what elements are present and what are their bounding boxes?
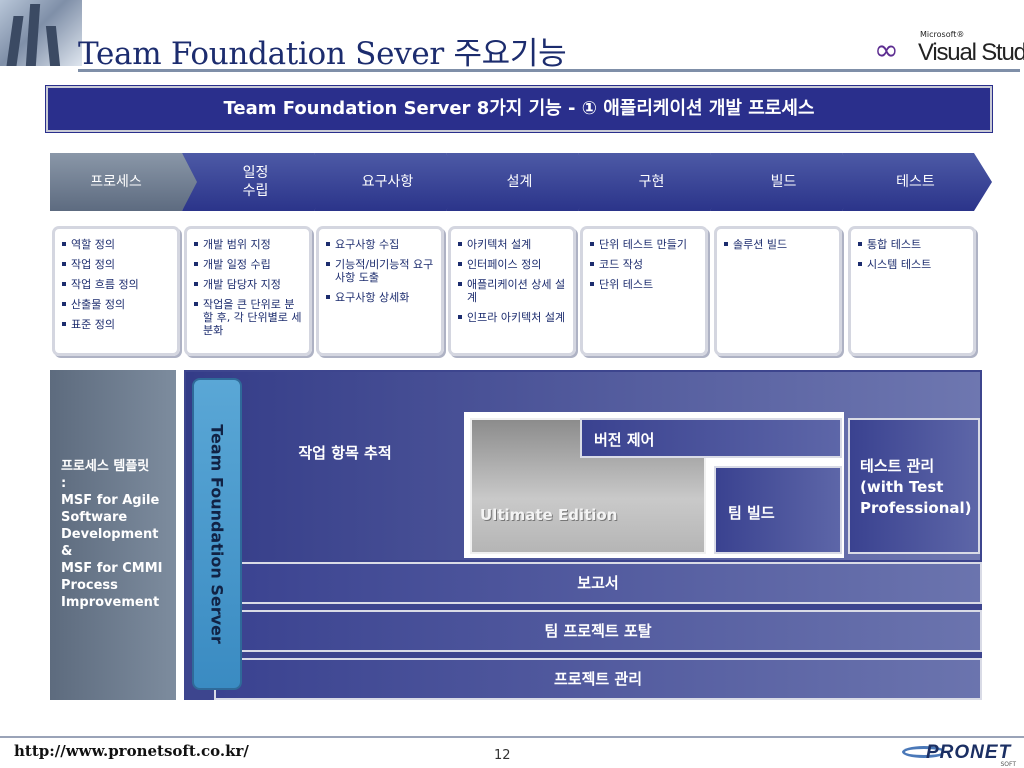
work-item-tracking-label: 작업 항목 추적 (298, 444, 392, 462)
process-step-schedule: 일정 수립 (182, 153, 332, 211)
list-item: 솔루션 빌드 (724, 238, 834, 251)
process-step-label: 테스트 (896, 174, 935, 190)
list-item: 시스템 테스트 (858, 258, 968, 271)
pronet-logo: PRONET SOFT (902, 740, 1020, 768)
list-item: 아키텍처 설계 (458, 238, 568, 251)
process-step-build: 빌드 (710, 153, 860, 211)
decor-building (6, 16, 24, 66)
list-item: 표준 정의 (62, 318, 172, 331)
process-step-test: 테스트 (842, 153, 992, 211)
team-portal-layer: 팀 프로젝트 포탈 (214, 610, 982, 652)
feature-box-implementation: 단위 테스트 만들기 코드 작성 단위 테스트 (580, 226, 708, 356)
project-management-layer: 프로젝트 관리 (214, 658, 982, 700)
list-item: 단위 테스트 만들기 (590, 238, 700, 251)
template-line: 프로세스 템플릿 (61, 459, 150, 474)
list-item: 기능적/비기능적 요구사항 도출 (326, 258, 436, 284)
template-line: & (61, 544, 73, 559)
process-step-label: 요구사항 (361, 174, 414, 190)
feature-box-build: 솔루션 빌드 (714, 226, 842, 356)
process-step-process: 프로세스 (50, 153, 200, 211)
page-number: 12 (494, 748, 511, 763)
process-template-panel: 프로세스 템플릿 : MSF for Agile Software Develo… (50, 370, 176, 700)
list-item: 개발 범위 지정 (194, 238, 304, 251)
process-step-label: 일정 수립 (242, 165, 269, 199)
team-portal-label: 팀 프로젝트 포탈 (544, 622, 652, 640)
feature-box-schedule: 개발 범위 지정 개발 일정 수립 개발 담당자 지정 작업을 큰 단위로 분할… (184, 226, 312, 356)
process-step-label: 프로세스 (90, 174, 142, 190)
list-item: 작업을 큰 단위로 분할 후, 각 단위별로 세분화 (194, 298, 304, 337)
list-item: 애플리케이션 상세 설계 (458, 278, 568, 304)
list-item: 역할 정의 (62, 238, 172, 251)
reports-label: 보고서 (577, 574, 619, 592)
decor-building (45, 26, 61, 66)
list-item: 인프라 아키텍처 설계 (458, 311, 568, 324)
process-step-label: 구현 (638, 174, 665, 190)
list-item: 개발 일정 수립 (194, 258, 304, 271)
version-control-label: 버전 제어 (594, 431, 655, 449)
swoosh-icon (902, 746, 946, 758)
pronet-logo-text: PRONET (926, 742, 1012, 763)
process-step-requirements: 요구사항 (314, 153, 464, 211)
ultimate-edition-label: Ultimate Edition (480, 506, 618, 524)
infinity-icon: ∞ (874, 33, 899, 68)
feature-box-test: 통합 테스트 시스템 테스트 (848, 226, 976, 356)
test-management-label: 테스트 관리 (with Test Professional) (860, 457, 972, 517)
header-corner-graphic (0, 0, 82, 66)
footer-divider (0, 736, 1024, 738)
feature-box-design: 아키텍처 설계 인터페이스 정의 애플리케이션 상세 설계 인프라 아키텍처 설… (448, 226, 576, 356)
list-item: 작업 흐름 정의 (62, 278, 172, 291)
tfs-vertical-bar: Team Foundation Server (192, 378, 242, 690)
feature-banner: Team Foundation Server 8가지 기능 - ① 애플리케이션… (46, 86, 992, 132)
template-line: MSF for CMMI Process Improvement (61, 561, 163, 610)
team-build-box: 팀 빌드 (714, 466, 842, 554)
list-item: 요구사항 수집 (326, 238, 436, 251)
process-step-label: 설계 (506, 174, 533, 190)
decor-building (25, 4, 41, 66)
list-item: 작업 정의 (62, 258, 172, 271)
list-item: 산출물 정의 (62, 298, 172, 311)
logo-visual-studio-text: Visual Studio (918, 39, 1024, 66)
feature-box-process: 역할 정의 작업 정의 작업 흐름 정의 산출물 정의 표준 정의 (52, 226, 180, 356)
list-item: 통합 테스트 (858, 238, 968, 251)
process-step-implementation: 구현 (578, 153, 728, 211)
template-line: : (61, 476, 67, 491)
test-management-box: 테스트 관리 (with Test Professional) (848, 418, 980, 554)
title-divider (78, 69, 1020, 72)
feature-box-requirements: 요구사항 수집 기능적/비기능적 요구사항 도출 요구사항 상세화 (316, 226, 444, 356)
reports-layer: 보고서 (214, 562, 982, 604)
list-item: 요구사항 상세화 (326, 291, 436, 304)
list-item: 개발 담당자 지정 (194, 278, 304, 291)
template-line: MSF for Agile Software Development (61, 493, 160, 542)
visual-studio-logo: ∞ Microsoft® Visual Studio (872, 30, 1024, 68)
tfs-vertical-label: Team Foundation Server (207, 424, 227, 644)
team-build-label: 팀 빌드 (728, 504, 775, 522)
page-title: Team Foundation Sever 주요기능 (78, 36, 567, 72)
process-step-label: 빌드 (770, 174, 797, 190)
list-item: 코드 작성 (590, 258, 700, 271)
logo-microsoft-text: Microsoft® (920, 30, 965, 39)
list-item: 단위 테스트 (590, 278, 700, 291)
footer-url-link[interactable]: http://www.pronetsoft.co.kr/ (14, 742, 249, 760)
process-step-design: 설계 (446, 153, 596, 211)
banner-text: Team Foundation Server 8가지 기능 - ① 애플리케이션… (223, 98, 815, 119)
project-management-label: 프로젝트 관리 (553, 670, 643, 688)
pronet-logo-subtext: SOFT (1000, 761, 1016, 768)
version-control-box: 버전 제어 (580, 418, 842, 458)
list-item: 인터페이스 정의 (458, 258, 568, 271)
